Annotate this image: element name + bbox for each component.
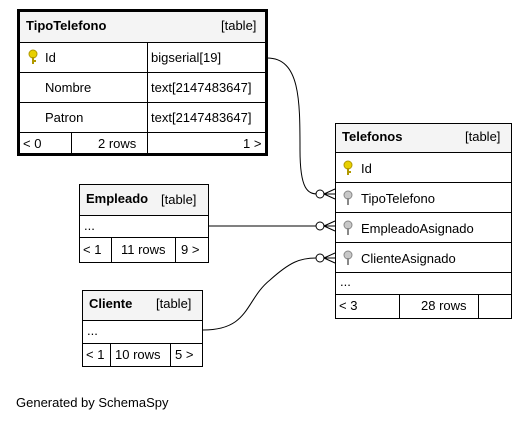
primary-key-icon bbox=[343, 160, 353, 179]
children-count: 5 > bbox=[175, 347, 194, 362]
column-row-patron[interactable]: Patron text[2147483647] bbox=[20, 102, 265, 132]
column-row-id[interactable]: Id bbox=[336, 152, 511, 182]
row-count: 28 rows bbox=[421, 298, 467, 313]
table-kind: [table] bbox=[161, 192, 197, 207]
table-footer: < 0 2 rows 1 > bbox=[20, 132, 265, 156]
table-name: TipoTelefono bbox=[26, 18, 107, 33]
column-row-tipotelefono[interactable]: TipoTelefono bbox=[336, 182, 511, 212]
parents-count: < 0 bbox=[23, 136, 42, 151]
table-header: Empleado [table] bbox=[80, 185, 208, 215]
table-kind: [table] bbox=[221, 18, 257, 33]
row-count: 10 rows bbox=[115, 347, 161, 362]
column-row-clienteasignado[interactable]: ClienteAsignado bbox=[336, 242, 511, 272]
column-row-empleadoasignado[interactable]: EmpleadoAsignado bbox=[336, 212, 511, 242]
table-header: Telefonos [table] bbox=[336, 124, 511, 152]
parents-count: < 3 bbox=[339, 298, 358, 313]
table-cliente[interactable]: Cliente [table] ... < 1 10 rows 5 > bbox=[82, 290, 203, 367]
parents-count: < 1 bbox=[83, 242, 102, 257]
column-name: ClienteAsignado bbox=[361, 251, 456, 266]
foreign-key-icon bbox=[343, 250, 353, 269]
column-type: bigserial[19] bbox=[151, 50, 222, 65]
column-name: Patron bbox=[45, 110, 84, 125]
foreign-key-icon bbox=[343, 220, 353, 239]
table-kind: [table] bbox=[156, 296, 192, 311]
edge-end-cliente bbox=[315, 253, 325, 263]
primary-key-icon bbox=[28, 49, 38, 68]
row-count: 11 rows bbox=[121, 242, 166, 257]
column-row-id[interactable]: Id bigserial[19] bbox=[20, 42, 265, 72]
column-name: Id bbox=[45, 50, 56, 65]
table-tipotelefono[interactable]: TipoTelefono [table] Id bigserial[19] No… bbox=[17, 9, 268, 156]
edge-tipotelefono-telefonos bbox=[266, 57, 319, 195]
column-row-nombre[interactable]: Nombre text[2147483647] bbox=[20, 72, 265, 102]
column-name: TipoTelefono bbox=[361, 191, 435, 206]
column-type: text[2147483647] bbox=[151, 80, 252, 95]
children-count: 9 > bbox=[181, 242, 200, 257]
table-empleado[interactable]: Empleado [table] ... < 1 11 rows 9 > bbox=[79, 184, 209, 263]
column-name: Nombre bbox=[45, 80, 92, 95]
column-name: EmpleadoAsignado bbox=[361, 221, 474, 236]
column-name: Id bbox=[361, 161, 372, 176]
table-telefonos[interactable]: Telefonos [table] Id TipoTelefono Emplea… bbox=[335, 123, 512, 319]
parents-count: < 1 bbox=[86, 347, 105, 362]
row-count: 2 rows bbox=[98, 136, 137, 151]
columns-ellipsis: ... bbox=[336, 272, 511, 294]
table-name: Cliente bbox=[89, 296, 133, 311]
table-footer: < 3 28 rows bbox=[336, 294, 511, 318]
foreign-key-icon bbox=[343, 190, 353, 209]
table-name: Empleado bbox=[86, 191, 149, 206]
table-footer: < 1 10 rows 5 > bbox=[83, 343, 202, 366]
table-header: TipoTelefono [table] bbox=[20, 12, 265, 42]
column-type: text[2147483647] bbox=[151, 110, 252, 125]
table-footer: < 1 11 rows 9 > bbox=[80, 237, 208, 262]
table-kind: [table] bbox=[465, 129, 501, 144]
columns-ellipsis: ... bbox=[83, 320, 202, 343]
columns-ellipsis: ... bbox=[80, 215, 208, 237]
table-name: Telefonos bbox=[342, 129, 403, 144]
table-header: Cliente [table] bbox=[83, 291, 202, 320]
edge-cliente-telefonos bbox=[202, 257, 317, 331]
children-count: 1 > bbox=[243, 136, 262, 151]
edge-end-tipotelefono bbox=[315, 189, 325, 199]
generated-by-note: Generated by SchemaSpy bbox=[16, 395, 169, 410]
edge-end-empleado bbox=[315, 221, 325, 231]
